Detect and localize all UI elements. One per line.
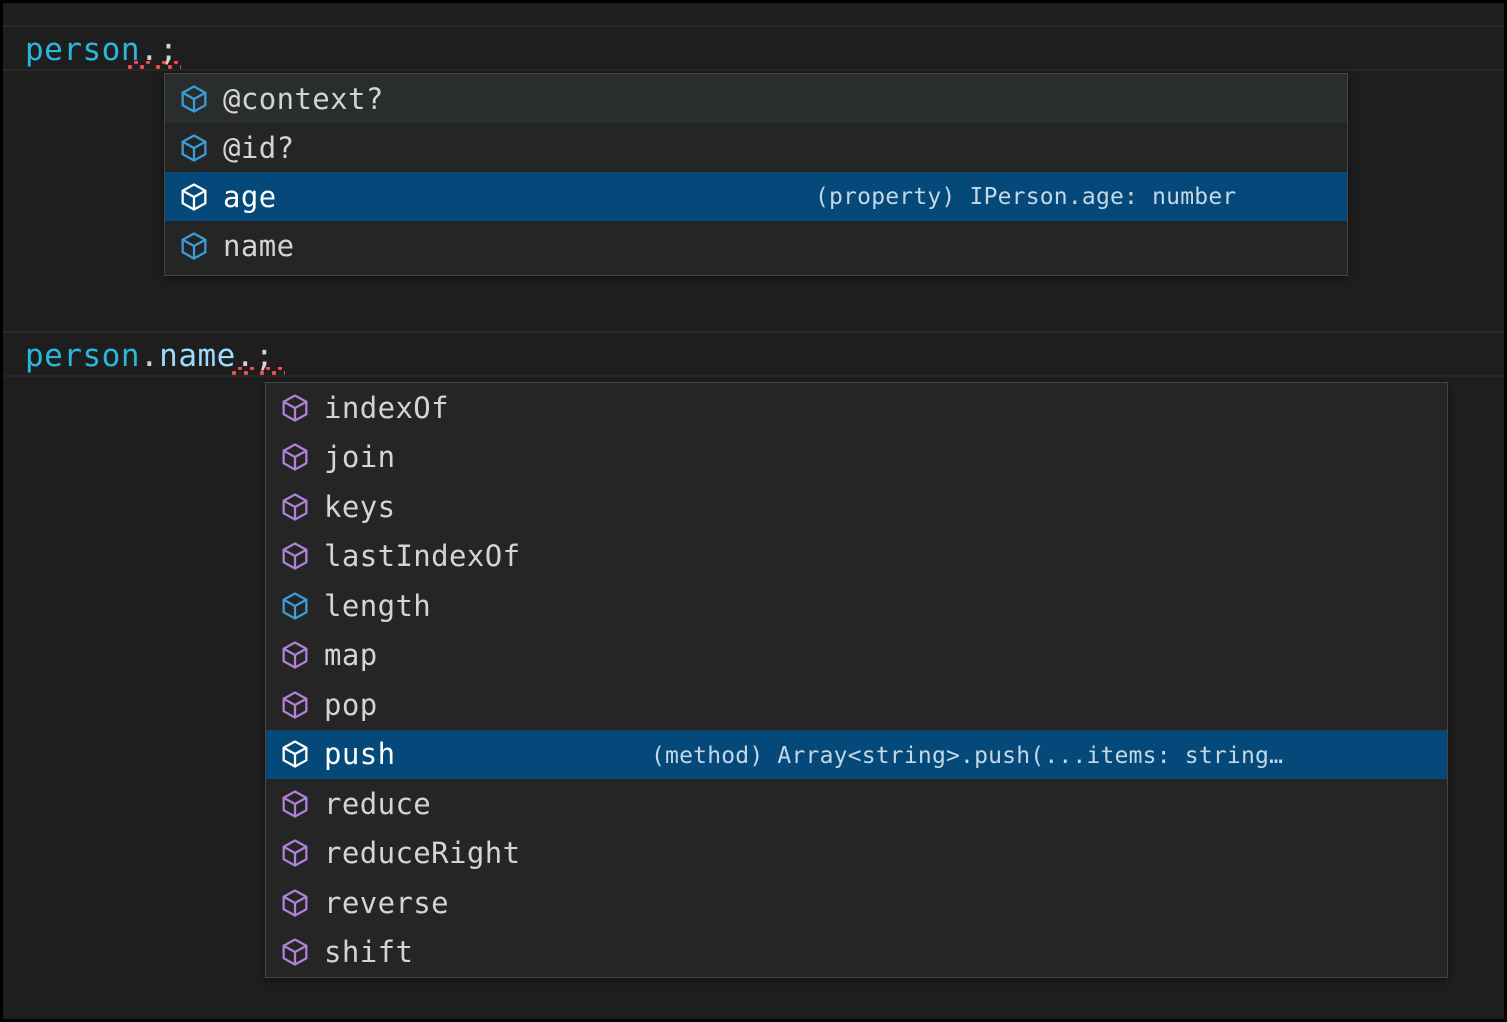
suggest-item-age[interactable]: age (property) IPerson.age: number bbox=[165, 172, 1347, 221]
token-semicolon-1: ; bbox=[159, 32, 179, 68]
suggest-item-label: age bbox=[223, 179, 277, 214]
token-variable-person-2: person bbox=[25, 338, 140, 374]
property-cube-icon bbox=[181, 231, 207, 260]
suggest-item-id[interactable]: @id? bbox=[165, 123, 1347, 172]
method-cube-icon bbox=[282, 691, 308, 719]
suggest-item-label: keys bbox=[324, 489, 396, 524]
method-cube-icon bbox=[282, 542, 308, 570]
suggest-item-label: join bbox=[324, 440, 396, 475]
error-squiggle-line-2-b bbox=[259, 367, 285, 375]
code-editor[interactable]: person.; @context? @id? age (property) IPer… bbox=[3, 3, 1504, 1019]
suggest-item-map[interactable]: map bbox=[266, 631, 1447, 681]
method-cube-icon bbox=[282, 641, 308, 669]
error-squiggle-line-1-b bbox=[155, 61, 181, 69]
suggest-item-reduceright[interactable]: reduceRight bbox=[266, 829, 1447, 879]
method-cube-icon bbox=[282, 839, 308, 867]
suggest-item-label: @context? bbox=[223, 81, 384, 116]
suggest-item-lastindexof[interactable]: lastIndexOf bbox=[266, 532, 1447, 582]
suggest-item-length[interactable]: length bbox=[266, 581, 1447, 631]
suggest-item-join[interactable]: join bbox=[266, 433, 1447, 483]
suggest-item-context[interactable]: @context? bbox=[165, 74, 1347, 123]
suggest-item-name[interactable]: name bbox=[165, 221, 1347, 270]
token-dot-1: . bbox=[139, 32, 160, 68]
suggest-item-label: @id? bbox=[223, 130, 295, 165]
method-cube-icon bbox=[282, 443, 308, 471]
suggest-item-label: push bbox=[324, 737, 396, 772]
token-dot-2a: . bbox=[139, 338, 160, 374]
suggest-item-label: reduce bbox=[324, 786, 432, 821]
property-cube-icon bbox=[181, 182, 207, 211]
suggest-item-label: map bbox=[324, 638, 378, 673]
suggest-item-reverse[interactable]: reverse bbox=[266, 878, 1447, 928]
property-cube-icon bbox=[181, 133, 207, 162]
suggest-widget-person[interactable]: @context? @id? age (property) IPerson.age: … bbox=[164, 73, 1348, 276]
suggest-item-shift[interactable]: shift bbox=[266, 928, 1447, 978]
method-cube-icon bbox=[282, 790, 308, 818]
suggest-item-pop[interactable]: pop bbox=[266, 680, 1447, 730]
suggest-item-reduce[interactable]: reduce bbox=[266, 779, 1447, 829]
code-line-1[interactable]: person.; bbox=[3, 25, 1504, 71]
code-line-2-text: person.name.; bbox=[25, 333, 274, 379]
method-cube-icon bbox=[282, 740, 308, 768]
suggest-item-push[interactable]: push (method) Array<string>.push(...items… bbox=[266, 729, 1447, 779]
suggest-widget-person-name[interactable]: indexOf join keys lastIndexOf length map pop pu… bbox=[265, 382, 1448, 978]
token-dot-2b: . bbox=[235, 338, 255, 374]
suggest-item-label: shift bbox=[324, 935, 414, 970]
code-line-2[interactable]: person.name.; bbox=[3, 331, 1504, 377]
suggest-item-keys[interactable]: keys bbox=[266, 482, 1447, 532]
suggest-item-indexof[interactable]: indexOf bbox=[266, 383, 1447, 433]
suggest-item-label: lastIndexOf bbox=[324, 539, 521, 574]
method-cube-icon bbox=[282, 493, 308, 521]
error-squiggle-line-2-a bbox=[231, 367, 255, 375]
code-line-1-text: person.; bbox=[25, 27, 178, 73]
suggest-item-label: reverse bbox=[324, 885, 450, 920]
suggest-item-label: pop bbox=[324, 687, 378, 722]
method-cube-icon bbox=[282, 394, 308, 422]
property-cube-icon bbox=[181, 84, 207, 113]
suggest-item-label: indexOf bbox=[324, 390, 450, 425]
suggest-item-detail: (method) Array<string>.push(...items: st… bbox=[651, 742, 1284, 769]
token-variable-person-1: person bbox=[25, 32, 140, 68]
method-cube-icon bbox=[282, 889, 308, 917]
token-semicolon-2: ; bbox=[254, 338, 275, 374]
method-cube-icon bbox=[282, 938, 308, 966]
suggest-item-label: reduceRight bbox=[324, 836, 521, 871]
token-property-name: name bbox=[159, 338, 236, 374]
property-cube-icon bbox=[282, 592, 308, 620]
suggest-item-label: length bbox=[324, 588, 432, 623]
suggest-item-label: name bbox=[223, 228, 295, 263]
error-squiggle-line-1-a bbox=[127, 61, 151, 69]
suggest-item-detail: (property) IPerson.age: number bbox=[815, 184, 1237, 210]
